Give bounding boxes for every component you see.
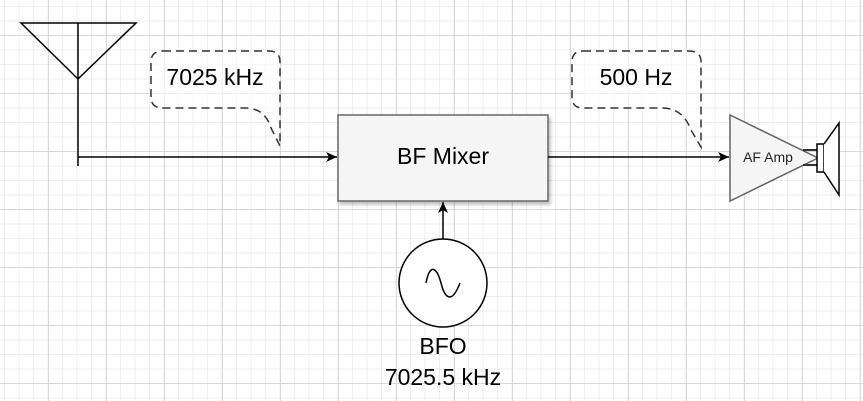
amplifier-triangle[interactable] xyxy=(729,113,820,203)
bfo-frequency-label: 7025.5 kHz xyxy=(384,364,502,390)
rf-frequency-label: 7025 kHz xyxy=(166,64,264,90)
antenna-icon[interactable] xyxy=(19,22,138,166)
oscillator-icon[interactable] xyxy=(398,238,488,328)
amplifier-label: AF Amp xyxy=(743,149,793,165)
af-callout-shape[interactable] xyxy=(571,50,702,150)
af-frequency-label: 500 Hz xyxy=(599,64,673,90)
mixer-block[interactable] xyxy=(337,114,549,202)
speaker-icon[interactable] xyxy=(803,120,840,198)
mixer-label: BF Mixer xyxy=(397,143,489,169)
bfo-name-label: BFO xyxy=(419,333,467,359)
rf-callout-shape[interactable] xyxy=(150,50,281,147)
